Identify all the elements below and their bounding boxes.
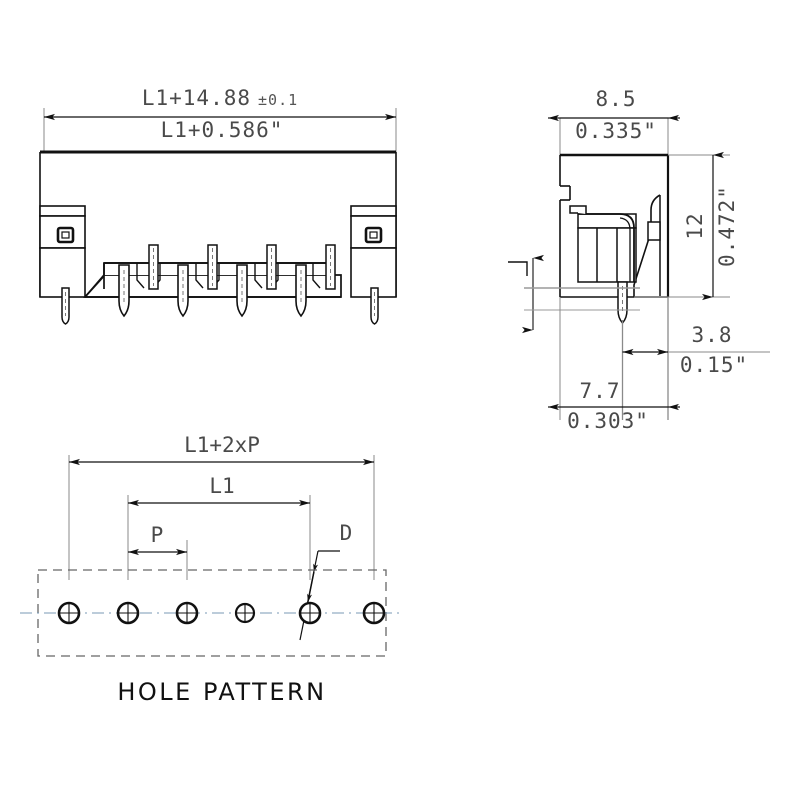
side-height-mm-label: 12 (683, 212, 707, 239)
front-flange-left-pin (61, 287, 70, 325)
side-depth-mm-label: 8.5 (596, 87, 637, 111)
front-pin-short (325, 244, 336, 290)
front-pins-short (148, 244, 336, 290)
side-depth-inch-label: 0.335" (575, 119, 657, 143)
hp-total-span-label: L1+2xP (184, 433, 260, 457)
front-pin-short (266, 244, 277, 290)
front-pin (177, 264, 189, 318)
front-pin-short (148, 244, 159, 290)
hp-pitch-label: P (151, 523, 164, 547)
hole-pattern-view: L1+2xP L1 P D (20, 433, 404, 706)
hp-diameter-leader (299, 550, 340, 641)
front-pin (295, 264, 307, 318)
front-length-inch-label: L1+0.586" (161, 118, 284, 142)
front-pins-long (118, 264, 307, 318)
front-flange-right-pin (370, 287, 379, 325)
side-small-vertical-dim (508, 254, 640, 334)
side-base-width-mm-label: 7.7 (580, 379, 621, 403)
hole (175, 601, 199, 625)
front-pin (118, 264, 130, 318)
side-view: 8.5 0.335" (508, 87, 770, 433)
hp-holes (57, 601, 386, 625)
side-base-width-inch-label: 0.303" (567, 409, 649, 433)
front-view: L1+14.88±0.1 L1+0.586" (39, 86, 397, 325)
hp-inner-span-label: L1 (209, 474, 234, 498)
hp-total-span-dim (68, 455, 375, 580)
side-pin-offset-dim (621, 297, 770, 420)
front-flange-left (39, 205, 86, 298)
hp-diameter-label: D (340, 521, 353, 545)
side-base-width-dim (548, 297, 680, 420)
side-width-dim (548, 114, 680, 160)
front-pin (236, 264, 248, 318)
side-height-inch-label: 0.472" (715, 185, 739, 267)
side-contact-block (569, 205, 637, 283)
side-pin-offset-inch-label: 0.15" (680, 353, 748, 377)
hp-pitch-dim (128, 540, 188, 580)
hole (298, 601, 322, 625)
hole (116, 601, 140, 625)
front-length-mm-label: L1+14.88±0.1 (142, 86, 298, 110)
side-pin-offset-mm-label: 3.8 (692, 323, 733, 347)
front-pin-short (207, 244, 218, 290)
hole (234, 602, 256, 624)
hole (57, 601, 81, 625)
hole (362, 601, 386, 625)
front-flange-right (350, 205, 397, 298)
side-height-dim (634, 151, 730, 301)
hole-pattern-caption: HOLE PATTERN (117, 678, 326, 706)
